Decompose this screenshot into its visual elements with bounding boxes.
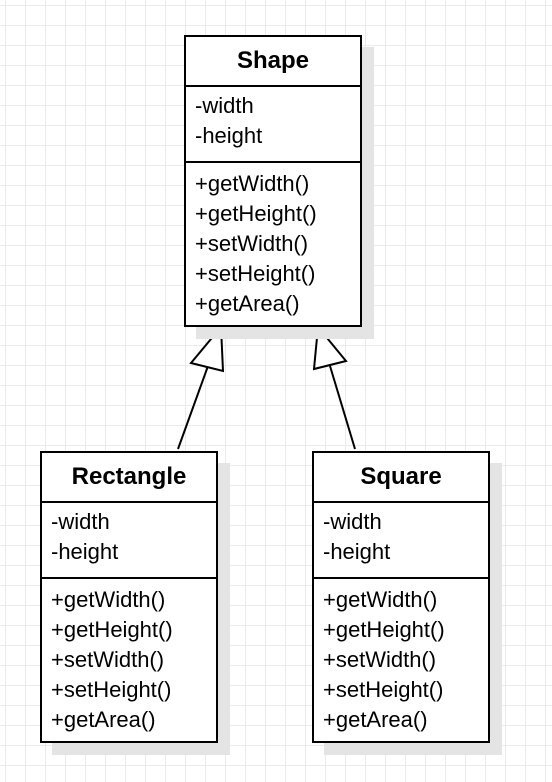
methods-section: +getWidth() +getHeight() +setWidth() +se… [314, 579, 488, 741]
attribute: -height [51, 539, 119, 564]
attributes-section: -width -height [186, 87, 360, 163]
methods-section: +getWidth() +getHeight() +setWidth() +se… [42, 579, 216, 741]
attribute: -width [195, 93, 254, 118]
method: +getHeight() [51, 617, 173, 642]
class-box-shape[interactable]: Shape -width -height +getWidth() +getHei… [184, 35, 362, 327]
methods-section: +getWidth() +getHeight() +setWidth() +se… [186, 163, 360, 325]
method: +getArea() [51, 707, 156, 732]
method: +getHeight() [323, 617, 445, 642]
method: +setWidth() [51, 647, 165, 672]
method: +getWidth() [323, 587, 438, 612]
class-box-square[interactable]: Square -width -height +getWidth() +getHe… [312, 451, 490, 743]
class-name: Shape [186, 37, 360, 87]
method: +getWidth() [51, 587, 166, 612]
attributes-section: -width -height [314, 503, 488, 579]
square-inheritance-arrowhead [312, 324, 348, 371]
method: +setWidth() [195, 231, 309, 256]
class-name: Square [314, 453, 488, 503]
method: +setHeight() [195, 261, 316, 286]
attribute: -height [195, 123, 263, 148]
class-box-rectangle[interactable]: Rectangle -width -height +getWidth() +ge… [40, 451, 218, 743]
class-name: Rectangle [42, 453, 216, 503]
method: +setHeight() [323, 677, 444, 702]
attribute: -width [323, 509, 382, 534]
square-inheritance-line [329, 365, 356, 450]
method: +setHeight() [51, 677, 172, 702]
attributes-section: -width -height [42, 503, 216, 579]
attribute: -width [51, 509, 110, 534]
rectangle-inheritance-arrowhead [189, 324, 225, 373]
method: +getHeight() [195, 201, 317, 226]
method: +getWidth() [195, 171, 310, 196]
method: +setWidth() [323, 647, 437, 672]
rectangle-inheritance-line [177, 365, 209, 450]
method: +getArea() [195, 291, 300, 316]
method: +getArea() [323, 707, 428, 732]
attribute: -height [323, 539, 391, 564]
